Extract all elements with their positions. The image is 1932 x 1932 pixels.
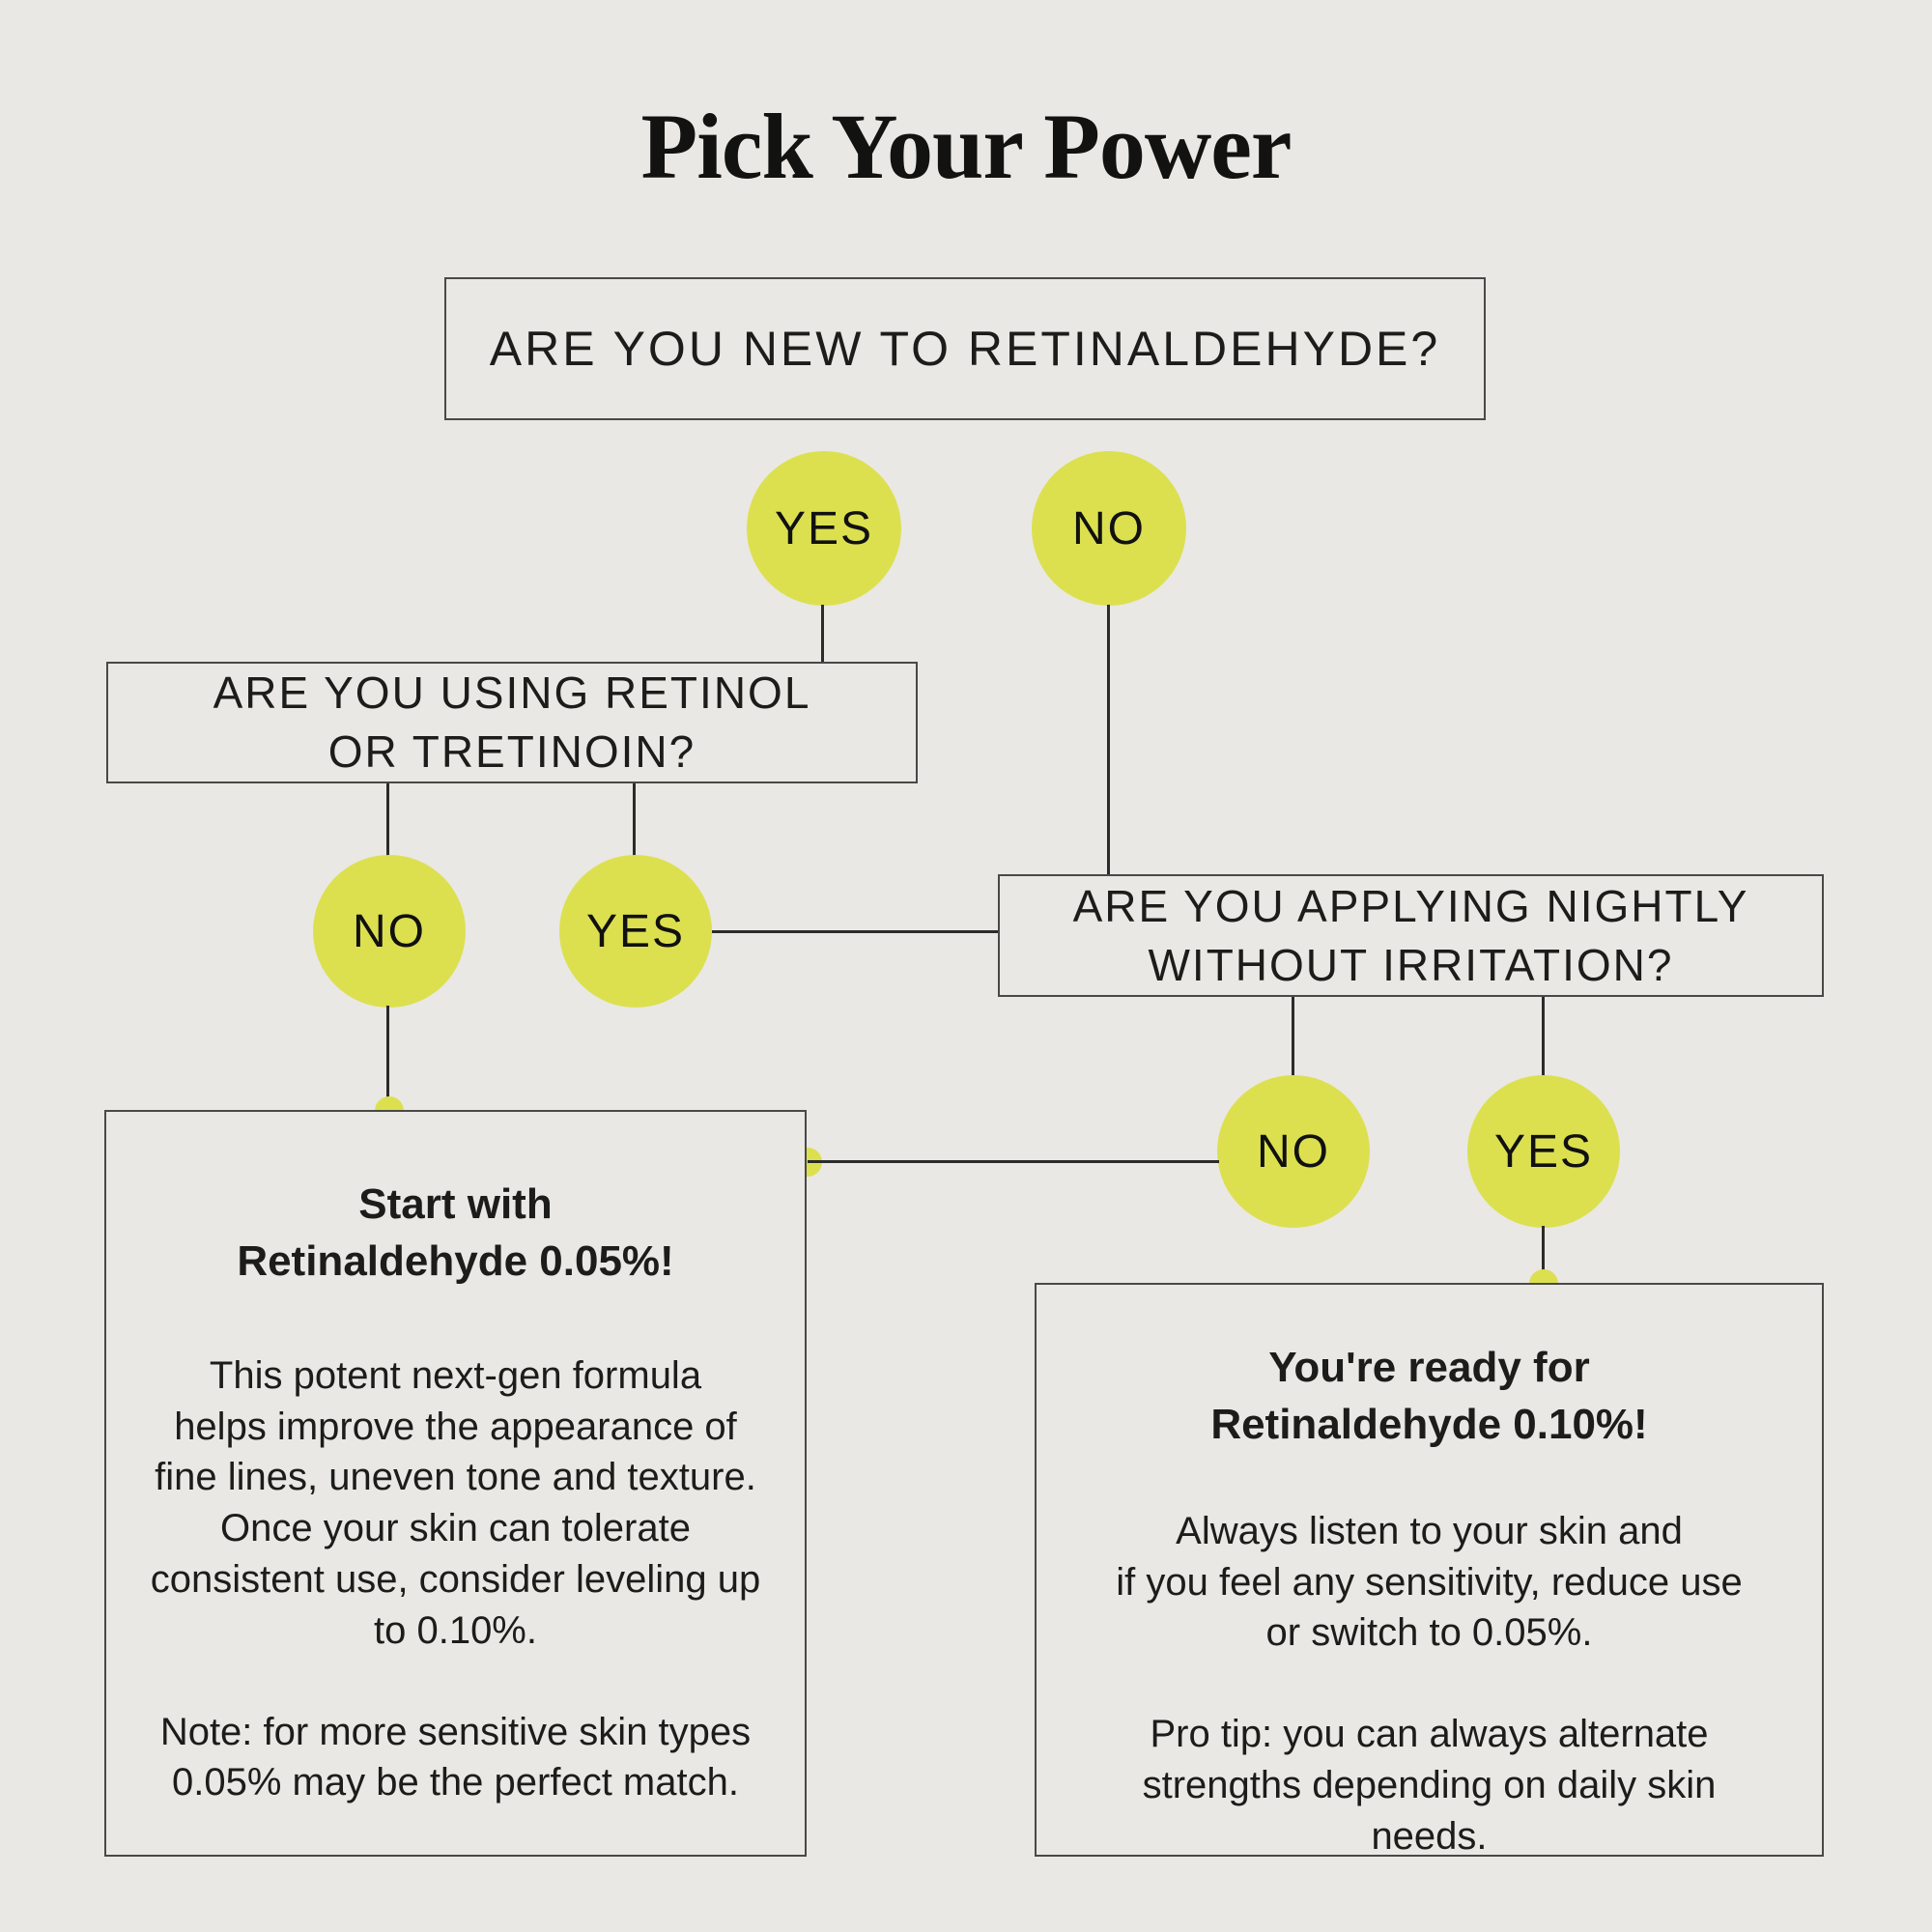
connector-line-q2yes-to-q3 xyxy=(712,930,998,933)
connector-line-q2no-to-result-low xyxy=(386,1006,389,1112)
connector-line-q2-to-no xyxy=(386,783,389,857)
answer-circle-q3-no: NO xyxy=(1217,1075,1370,1228)
result-low-heading: Start with Retinaldehyde 0.05%! xyxy=(237,1180,674,1286)
answer-circle-q2-yes: YES xyxy=(559,855,712,1008)
result-low-note: Note: for more sensitive skin types 0.05… xyxy=(159,1710,752,1804)
result-high-note: Pro tip: you can always alternate streng… xyxy=(1142,1713,1717,1858)
answer-circle-q2-no: NO xyxy=(313,855,466,1008)
result-box-retinaldehyde-005: Start with Retinaldehyde 0.05%! This pot… xyxy=(104,1110,807,1857)
answer-circle-q1-yes: YES xyxy=(747,451,901,606)
question-box-applying-nightly: ARE YOU APPLYING NIGHTLY WITHOUT IRRITAT… xyxy=(998,874,1824,997)
connector-line-q2-to-yes xyxy=(633,783,636,857)
result-high-body: Always listen to your skin and if you fe… xyxy=(1116,1509,1743,1655)
connector-line-q1no-to-q3 xyxy=(1107,605,1110,876)
result-low-body: This potent next-gen formula helps impro… xyxy=(150,1353,761,1652)
connector-line-q3yes-to-result-high xyxy=(1542,1226,1545,1284)
connector-line-q1yes-to-q2 xyxy=(821,605,824,664)
question-box-new-to-retinaldehyde: ARE YOU NEW TO RETINALDEHYDE? xyxy=(444,277,1486,420)
answer-circle-q3-yes: YES xyxy=(1467,1075,1620,1228)
answer-circle-q1-no: NO xyxy=(1032,451,1186,606)
question-box-retinol-or-tretinoin: ARE YOU USING RETINOL OR TRETINOIN? xyxy=(106,662,918,783)
connector-line-q3no-to-result-low xyxy=(808,1160,1219,1163)
result-high-heading: You're ready for Retinaldehyde 0.10%! xyxy=(1210,1344,1648,1449)
connector-line-q3-to-no xyxy=(1292,997,1294,1077)
page-title: Pick Your Power xyxy=(640,95,1293,198)
connector-line-q3-to-yes xyxy=(1542,997,1545,1077)
result-box-retinaldehyde-010: You're ready for Retinaldehyde 0.10%! Al… xyxy=(1035,1283,1824,1858)
